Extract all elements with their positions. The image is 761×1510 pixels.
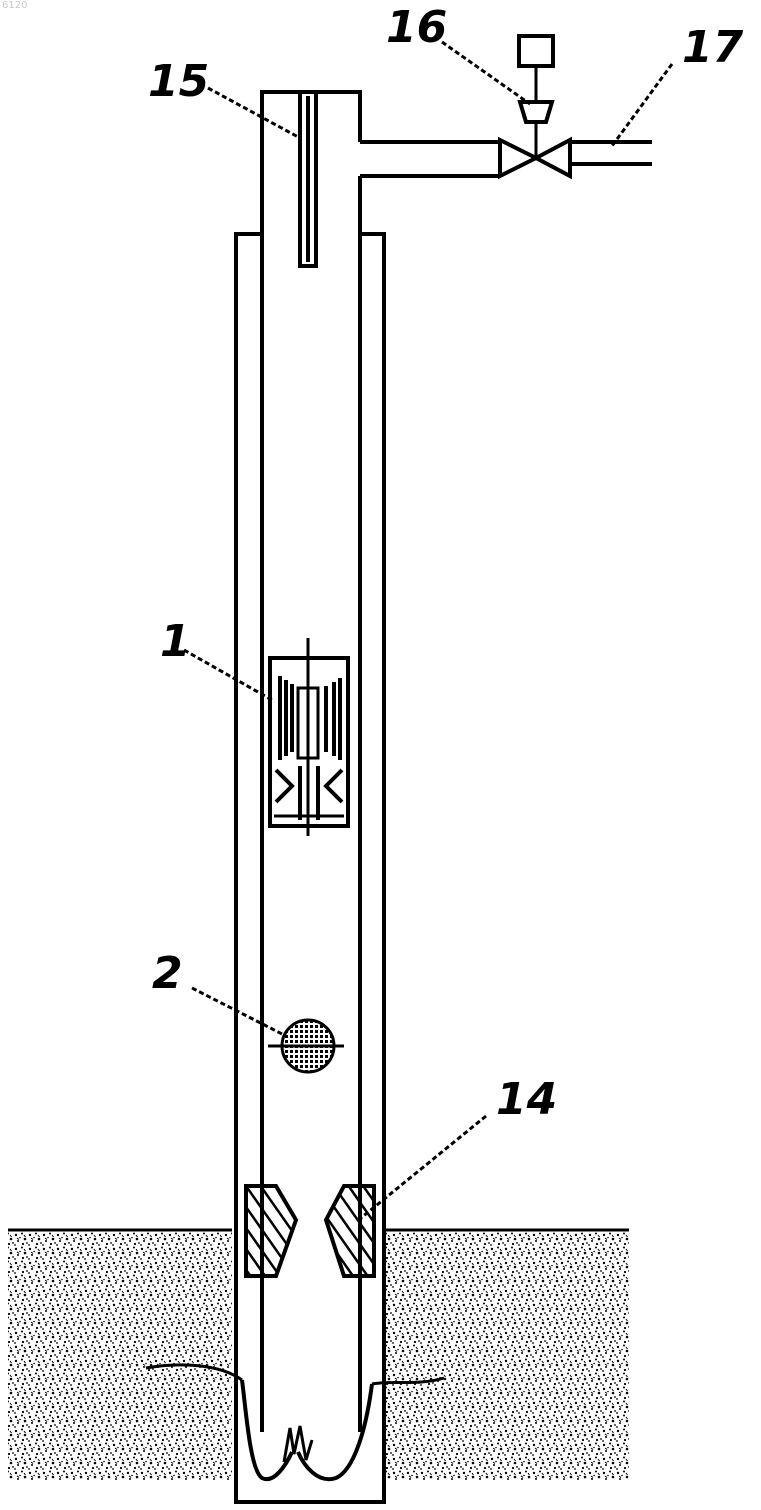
label-14: 14: [496, 1074, 557, 1125]
downhole-device-1: [270, 638, 348, 836]
label-17: 17: [682, 22, 744, 73]
label-16: 16: [386, 2, 447, 53]
leader-lines: [184, 42, 672, 1222]
outer-casing: [234, 234, 386, 1502]
valve-16: [500, 36, 570, 176]
formation-soil: [8, 1230, 629, 1480]
packer-14: [246, 1186, 374, 1276]
label-1: 1: [160, 616, 191, 667]
label-15: 15: [148, 56, 209, 107]
ball-2: [268, 1020, 344, 1072]
inner-rod-15: [300, 92, 316, 266]
label-2: 2: [152, 948, 183, 999]
